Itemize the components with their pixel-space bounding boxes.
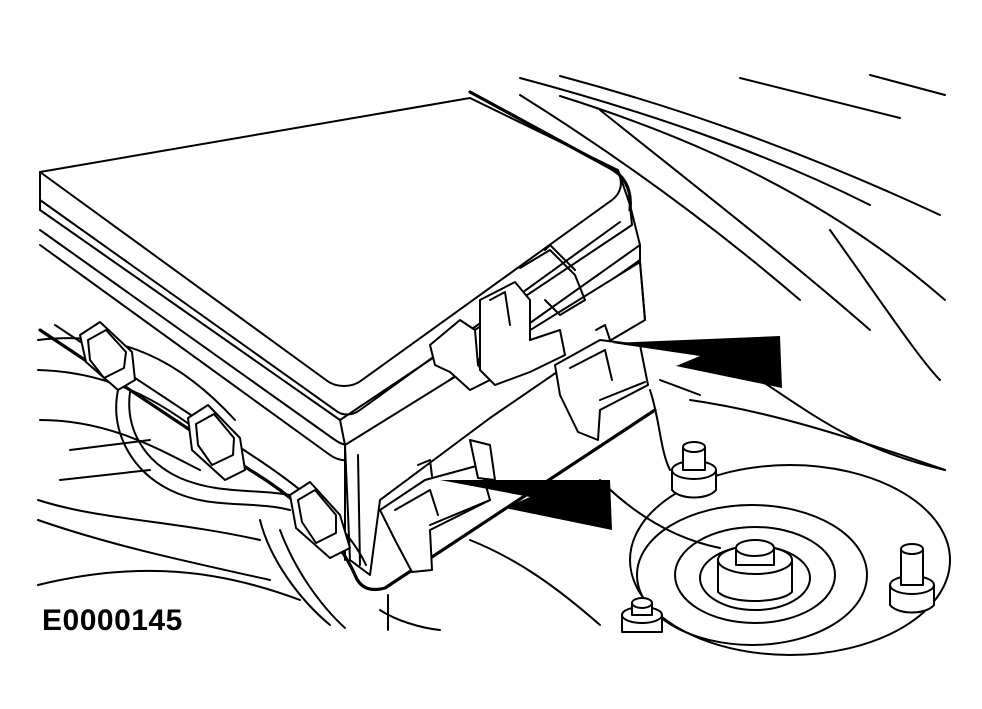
side-latch-1: [79, 321, 136, 391]
engine-bay-background: [519, 74, 946, 471]
side-latch-3: [289, 481, 351, 559]
figure-id-label: E0000145: [42, 604, 183, 637]
stud-3: [621, 597, 663, 633]
side-latch-2: [187, 404, 246, 481]
stud-1: [671, 441, 717, 499]
strut-mount: [629, 464, 951, 656]
arrow-lower-clip: [440, 480, 612, 530]
lid-catch: [429, 244, 586, 391]
stud-2: [889, 543, 935, 614]
arrow-upper-clip: [612, 336, 782, 388]
lower-edge-lines: [379, 479, 721, 631]
upper-release-clip: [554, 324, 649, 441]
lower-release-clip: [379, 439, 496, 573]
